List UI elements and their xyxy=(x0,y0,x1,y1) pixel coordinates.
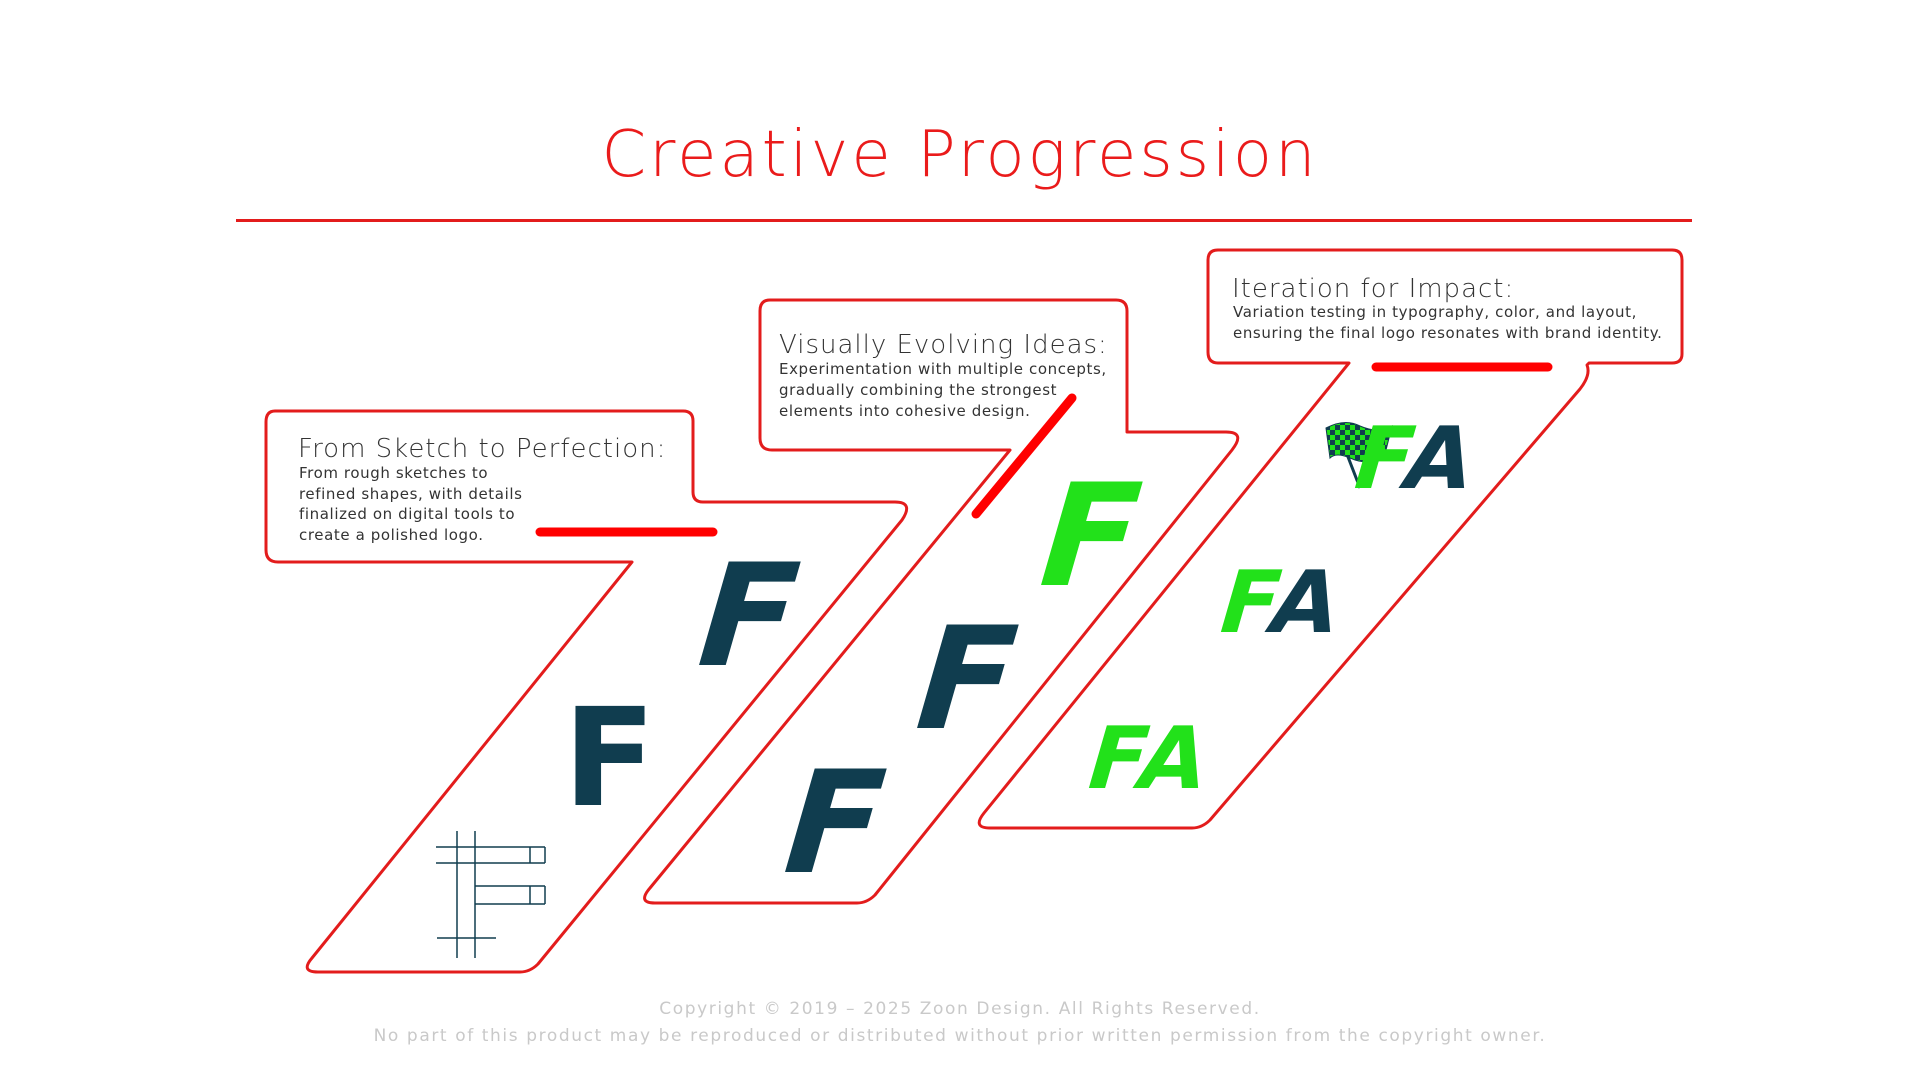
stage-3-frame xyxy=(977,248,1684,830)
green-italic-f-mark: F xyxy=(1018,455,1162,620)
copyright-footer: Copyright © 2019 – 2025 Zoon Design. All… xyxy=(0,996,1920,1050)
stage-2-frame xyxy=(643,298,1240,905)
stage-2-heading: Visually Evolving Ideas: xyxy=(779,330,1108,360)
italic-f-mark: F xyxy=(676,535,820,700)
stage-1-text: From Sketch to Perfection: From rough sk… xyxy=(298,434,666,544)
fa-logo-with-flag: F A xyxy=(1325,409,1487,509)
stage-1-line: create a polished logo. xyxy=(299,526,484,544)
stage-1-line: From rough sketches to xyxy=(299,464,488,482)
upright-f-mark: F xyxy=(563,680,656,838)
stage-3-line: ensuring the final logo resonates with b… xyxy=(1233,324,1662,342)
stage-3-line: Variation testing in typography, color, … xyxy=(1233,303,1637,321)
stage-2-accent-bar xyxy=(971,393,1077,519)
stage-2-line: Experimentation with multiple concepts, xyxy=(779,360,1107,378)
title-divider xyxy=(236,219,1692,222)
stage-2-line: gradually combining the strongest xyxy=(779,381,1057,399)
copyright-line: Copyright © 2019 – 2025 Zoon Design. All… xyxy=(659,999,1261,1019)
sketch-f-wireframe xyxy=(436,831,546,958)
stage-2-line: elements into cohesive design. xyxy=(779,402,1030,420)
stage-1-line: finalized on digital tools to xyxy=(299,505,515,523)
reproduction-notice: No part of this product may be reproduce… xyxy=(373,1026,1547,1046)
stage-1-heading: From Sketch to Perfection: xyxy=(298,434,666,464)
italic-f-mark: F xyxy=(894,598,1038,763)
stage-3-heading: Iteration for Impact: xyxy=(1232,274,1514,304)
checkered-flag-icon xyxy=(1325,422,1393,489)
stage-2-text: Visually Evolving Ideas: Experimentation… xyxy=(779,330,1108,420)
page-title: Creative Progression xyxy=(601,118,1319,192)
fa-logo-variant: F A xyxy=(1207,553,1353,653)
stage-1-line: refined shapes, with details xyxy=(299,485,523,503)
stage-1-frame xyxy=(264,409,909,974)
stage-3-text: Iteration for Impact: Variation testing … xyxy=(1232,274,1662,342)
fa-logo-variant: F A xyxy=(1075,709,1221,809)
